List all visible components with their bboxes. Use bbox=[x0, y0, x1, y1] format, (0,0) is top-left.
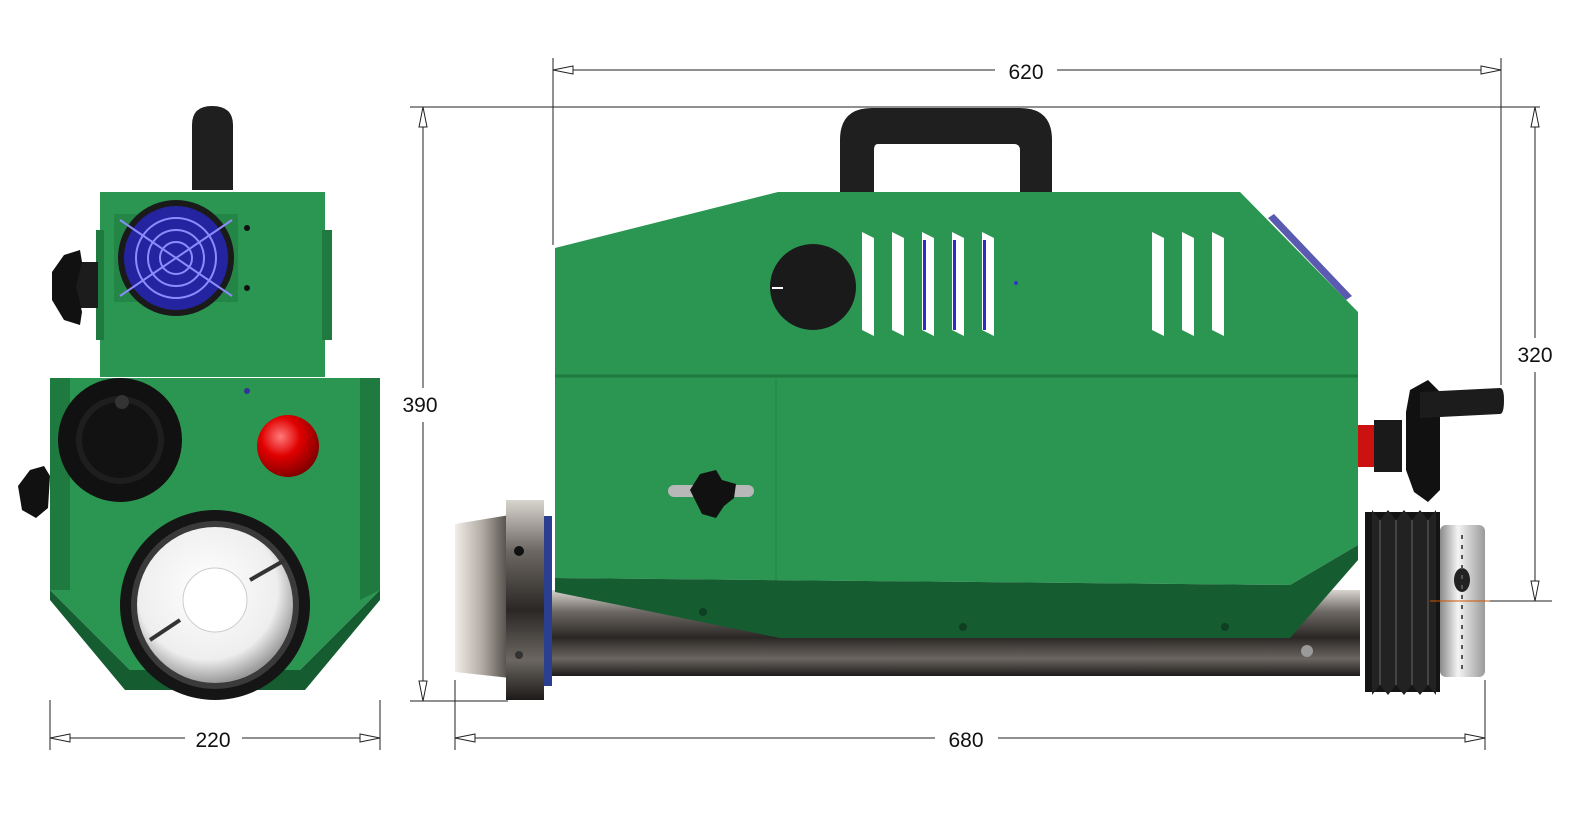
front-chuck bbox=[120, 510, 310, 700]
dimension-side-body-height: 320 bbox=[1490, 106, 1553, 602]
knob-icon bbox=[58, 378, 182, 502]
knob-icon bbox=[1358, 380, 1504, 502]
knob-icon bbox=[52, 250, 98, 325]
handle-icon bbox=[192, 106, 233, 190]
dimension-side-bottom-length: 680 bbox=[454, 680, 1486, 752]
side-lower-body bbox=[555, 376, 1358, 585]
knob-icon bbox=[18, 466, 50, 518]
dimension-side-total-height: 390 bbox=[402, 106, 1540, 702]
dimension-label: 320 bbox=[1517, 344, 1552, 367]
knob-icon bbox=[668, 470, 754, 518]
front-view bbox=[18, 106, 380, 700]
side-left-flange bbox=[455, 500, 552, 700]
clamp-collar-icon bbox=[1430, 525, 1498, 677]
vent-slot-icon bbox=[862, 232, 994, 336]
handle-icon bbox=[840, 108, 1052, 192]
bellows-icon bbox=[1365, 510, 1440, 695]
knob-icon bbox=[770, 244, 856, 330]
vent-slot-icon bbox=[1152, 232, 1224, 336]
emergency-stop-icon bbox=[257, 415, 319, 477]
dimension-side-top-length: 620 bbox=[552, 58, 1502, 385]
dimension-label: 220 bbox=[195, 729, 230, 752]
dimension-label: 680 bbox=[948, 729, 983, 752]
dimension-front-width: 220 bbox=[49, 700, 381, 752]
dimension-label: 390 bbox=[402, 394, 437, 417]
side-view bbox=[455, 108, 1504, 700]
dimension-label: 620 bbox=[1008, 61, 1043, 84]
fan-grille-icon bbox=[114, 200, 238, 316]
